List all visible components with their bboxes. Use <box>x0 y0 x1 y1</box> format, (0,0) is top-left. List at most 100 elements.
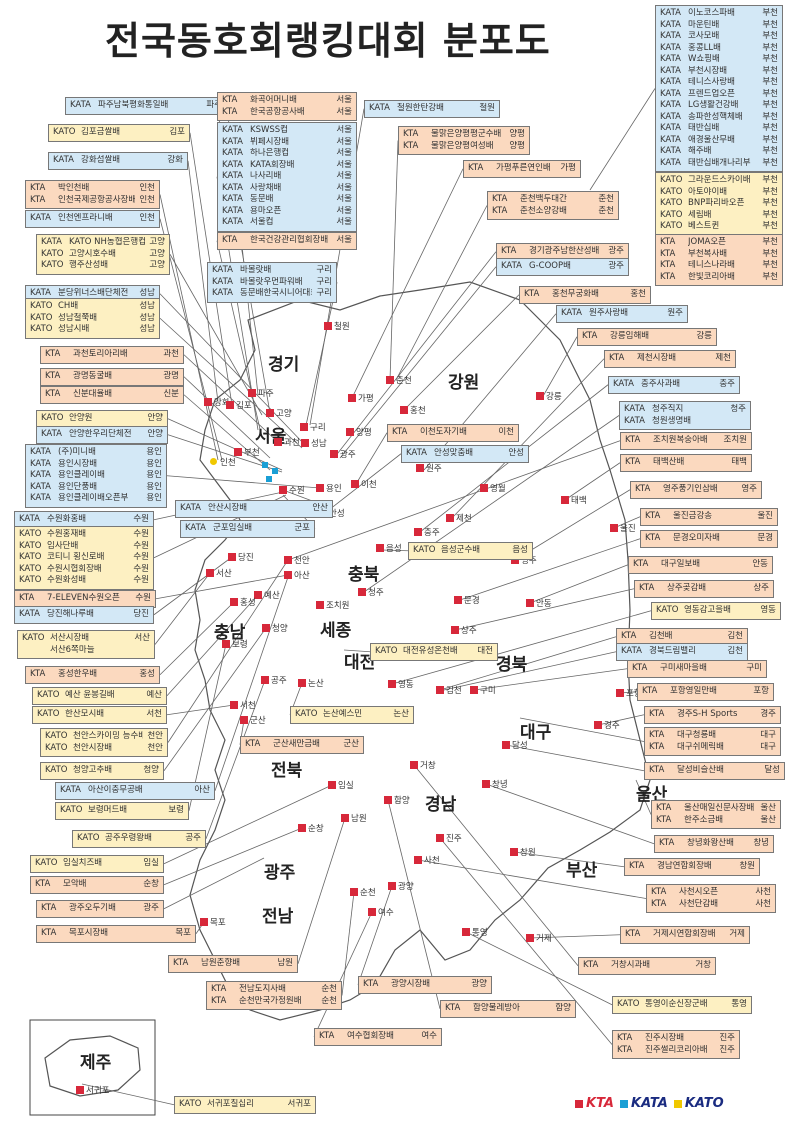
tournament-city: 부천 <box>762 100 778 110</box>
tournament-city: 대구 <box>760 741 776 752</box>
tournament-name: 청주직지 <box>652 404 684 414</box>
leader-line <box>167 418 283 471</box>
tournament-org: KTA <box>222 235 238 245</box>
tournament-name: 홍천무궁화배 <box>552 289 599 299</box>
leader-line <box>443 651 617 691</box>
leader-line <box>589 88 656 191</box>
city-marker <box>228 553 236 561</box>
city-label: 김천 <box>446 686 462 696</box>
tournament-city: 대구 <box>760 730 776 740</box>
tournament-org: KTA <box>582 331 598 341</box>
tournament-org: KTA <box>635 484 651 494</box>
leader-line <box>389 140 399 381</box>
city-label: 거제 <box>536 934 552 944</box>
tournament-name: 경남연합회장배 <box>657 861 712 871</box>
legend-kato: KATO <box>673 1096 724 1111</box>
city-marker <box>368 908 376 916</box>
city-label: 사천 <box>424 856 440 866</box>
city-label: 아산 <box>294 571 310 581</box>
tournament-name: 목포시장배 <box>69 928 109 938</box>
tournament-city: 성남 <box>139 288 155 298</box>
tournament-name: 나사리배 <box>250 171 282 181</box>
tournament-name: 태반십배개나리부 <box>688 157 751 168</box>
tournament-name: 태반십배 <box>688 123 720 133</box>
tournament-city: 광주 <box>143 903 159 913</box>
tournament-city: 이천 <box>498 427 514 437</box>
tournament-org: KTA <box>222 106 238 117</box>
tournament-city: 부천 <box>762 209 778 220</box>
legend-kata: KATA <box>620 1096 668 1111</box>
city-label: 서산 <box>216 569 232 579</box>
city-marker <box>206 569 214 577</box>
city-label: 안동 <box>536 599 552 609</box>
tournament-city: 서울 <box>336 125 352 135</box>
tournament-city: 구리 <box>316 288 332 298</box>
city-label: 남원 <box>351 814 367 824</box>
tournament-org: KTA <box>468 163 484 173</box>
city-marker <box>76 1086 84 1094</box>
leader-line <box>403 294 520 411</box>
tournament-city: 목포 <box>175 928 191 938</box>
tournament-city: 인천 <box>139 183 155 193</box>
tournament-org: KATO <box>30 312 53 323</box>
tournament-name: 춘천백두대간 <box>520 194 567 204</box>
tournament-name: 세림배 <box>688 209 712 220</box>
tournament-name: KATO NH농협은행컵 <box>69 237 146 247</box>
tournament-org: KTA <box>211 995 227 1006</box>
tournament-org: KATA <box>624 415 645 426</box>
city-marker <box>240 716 248 724</box>
tournament-city: 서울 <box>336 159 352 170</box>
tournament-city: 서천 <box>146 709 162 719</box>
tournament-city: 광주 <box>608 261 624 271</box>
tournament-org: KATA <box>222 217 243 227</box>
leader-line <box>153 556 233 616</box>
tournament-org: KTA <box>583 960 599 970</box>
tournament-name: 대구쉬메릭배 <box>677 741 724 752</box>
tournament-name: 울진금강송 <box>673 511 713 521</box>
tournament-org: KATA <box>30 470 51 480</box>
city-label: 이천 <box>361 480 377 490</box>
tournament-city: 고양 <box>149 248 165 259</box>
leader-line <box>514 489 631 561</box>
city-marker <box>301 439 309 447</box>
city-label: 가평 <box>358 394 374 404</box>
city-label: 파주 <box>258 389 274 399</box>
tournament-city: 함양 <box>555 1003 571 1013</box>
tournament-city: 임실 <box>143 858 159 868</box>
city-label: 통영 <box>472 928 488 938</box>
city-marker <box>436 834 444 842</box>
tournament-city: 거제 <box>729 929 745 939</box>
legend-kata-swatch <box>620 1099 628 1108</box>
tournament-name: 대전유성온천배 <box>403 646 458 656</box>
tournament-name: 모악배 <box>63 879 87 889</box>
tournament-city: 예산 <box>146 690 162 700</box>
tournament-city: 부천 <box>762 54 778 64</box>
city-label: 순천 <box>360 888 376 898</box>
tournament-name: 코티니 횡신로배 <box>47 552 105 562</box>
city-marker <box>348 394 356 402</box>
tournament-org: KTA <box>656 814 672 825</box>
